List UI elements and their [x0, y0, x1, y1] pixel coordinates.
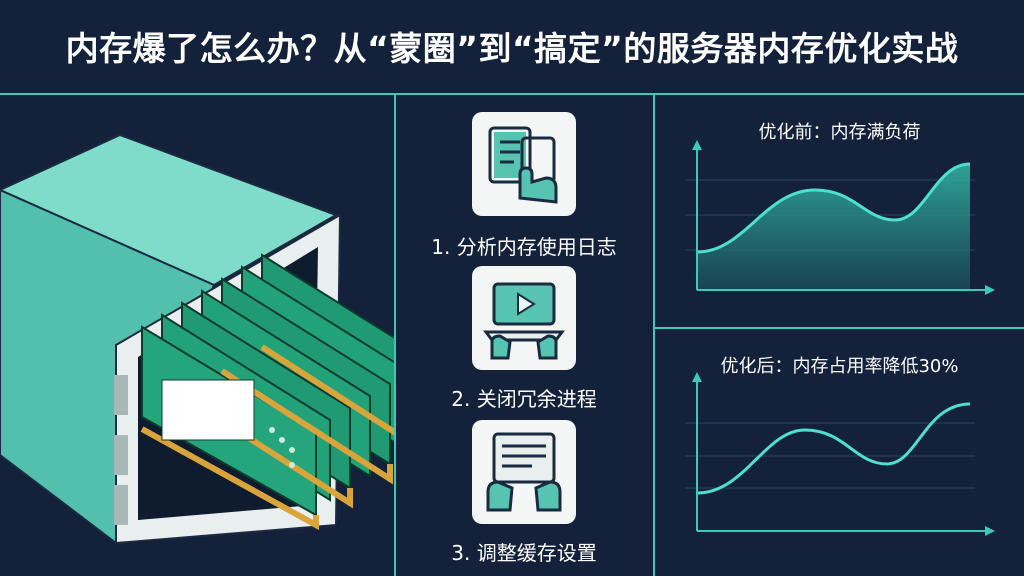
- panel-before-title: 优化前：内存满负荷: [758, 122, 921, 143]
- step-3-label: 3. 调整缓存设置: [451, 541, 597, 565]
- laptop-play-icon: [483, 282, 565, 360]
- divider-middle: [653, 93, 655, 576]
- before-area-chart: [685, 140, 995, 295]
- step-3-icon-box: [472, 420, 576, 524]
- page-title: 内存爆了怎么办？从“蒙圈”到“搞定”的服务器内存优化实战: [65, 29, 959, 68]
- settings-screen-hands-icon: [486, 432, 562, 512]
- panel-after-title: 优化后：内存占用率降低30%: [720, 356, 959, 377]
- step-1-icon-box: [472, 112, 576, 216]
- before-curve-fill: [697, 164, 970, 290]
- after-line-chart: [685, 372, 995, 536]
- document-hand-icon: [488, 126, 558, 204]
- divider-right-horizontal: [653, 327, 1024, 329]
- step-2-icon-box: [472, 266, 576, 370]
- divider-top: [0, 93, 1024, 95]
- before-curve-line: [696, 162, 971, 254]
- after-curve-line: [696, 402, 971, 495]
- server-illustration: [0, 133, 394, 545]
- divider-left: [394, 93, 396, 576]
- step-2-label: 2. 关闭冗余进程: [451, 387, 597, 411]
- step-1-label: 1. 分析内存使用日志: [431, 235, 617, 259]
